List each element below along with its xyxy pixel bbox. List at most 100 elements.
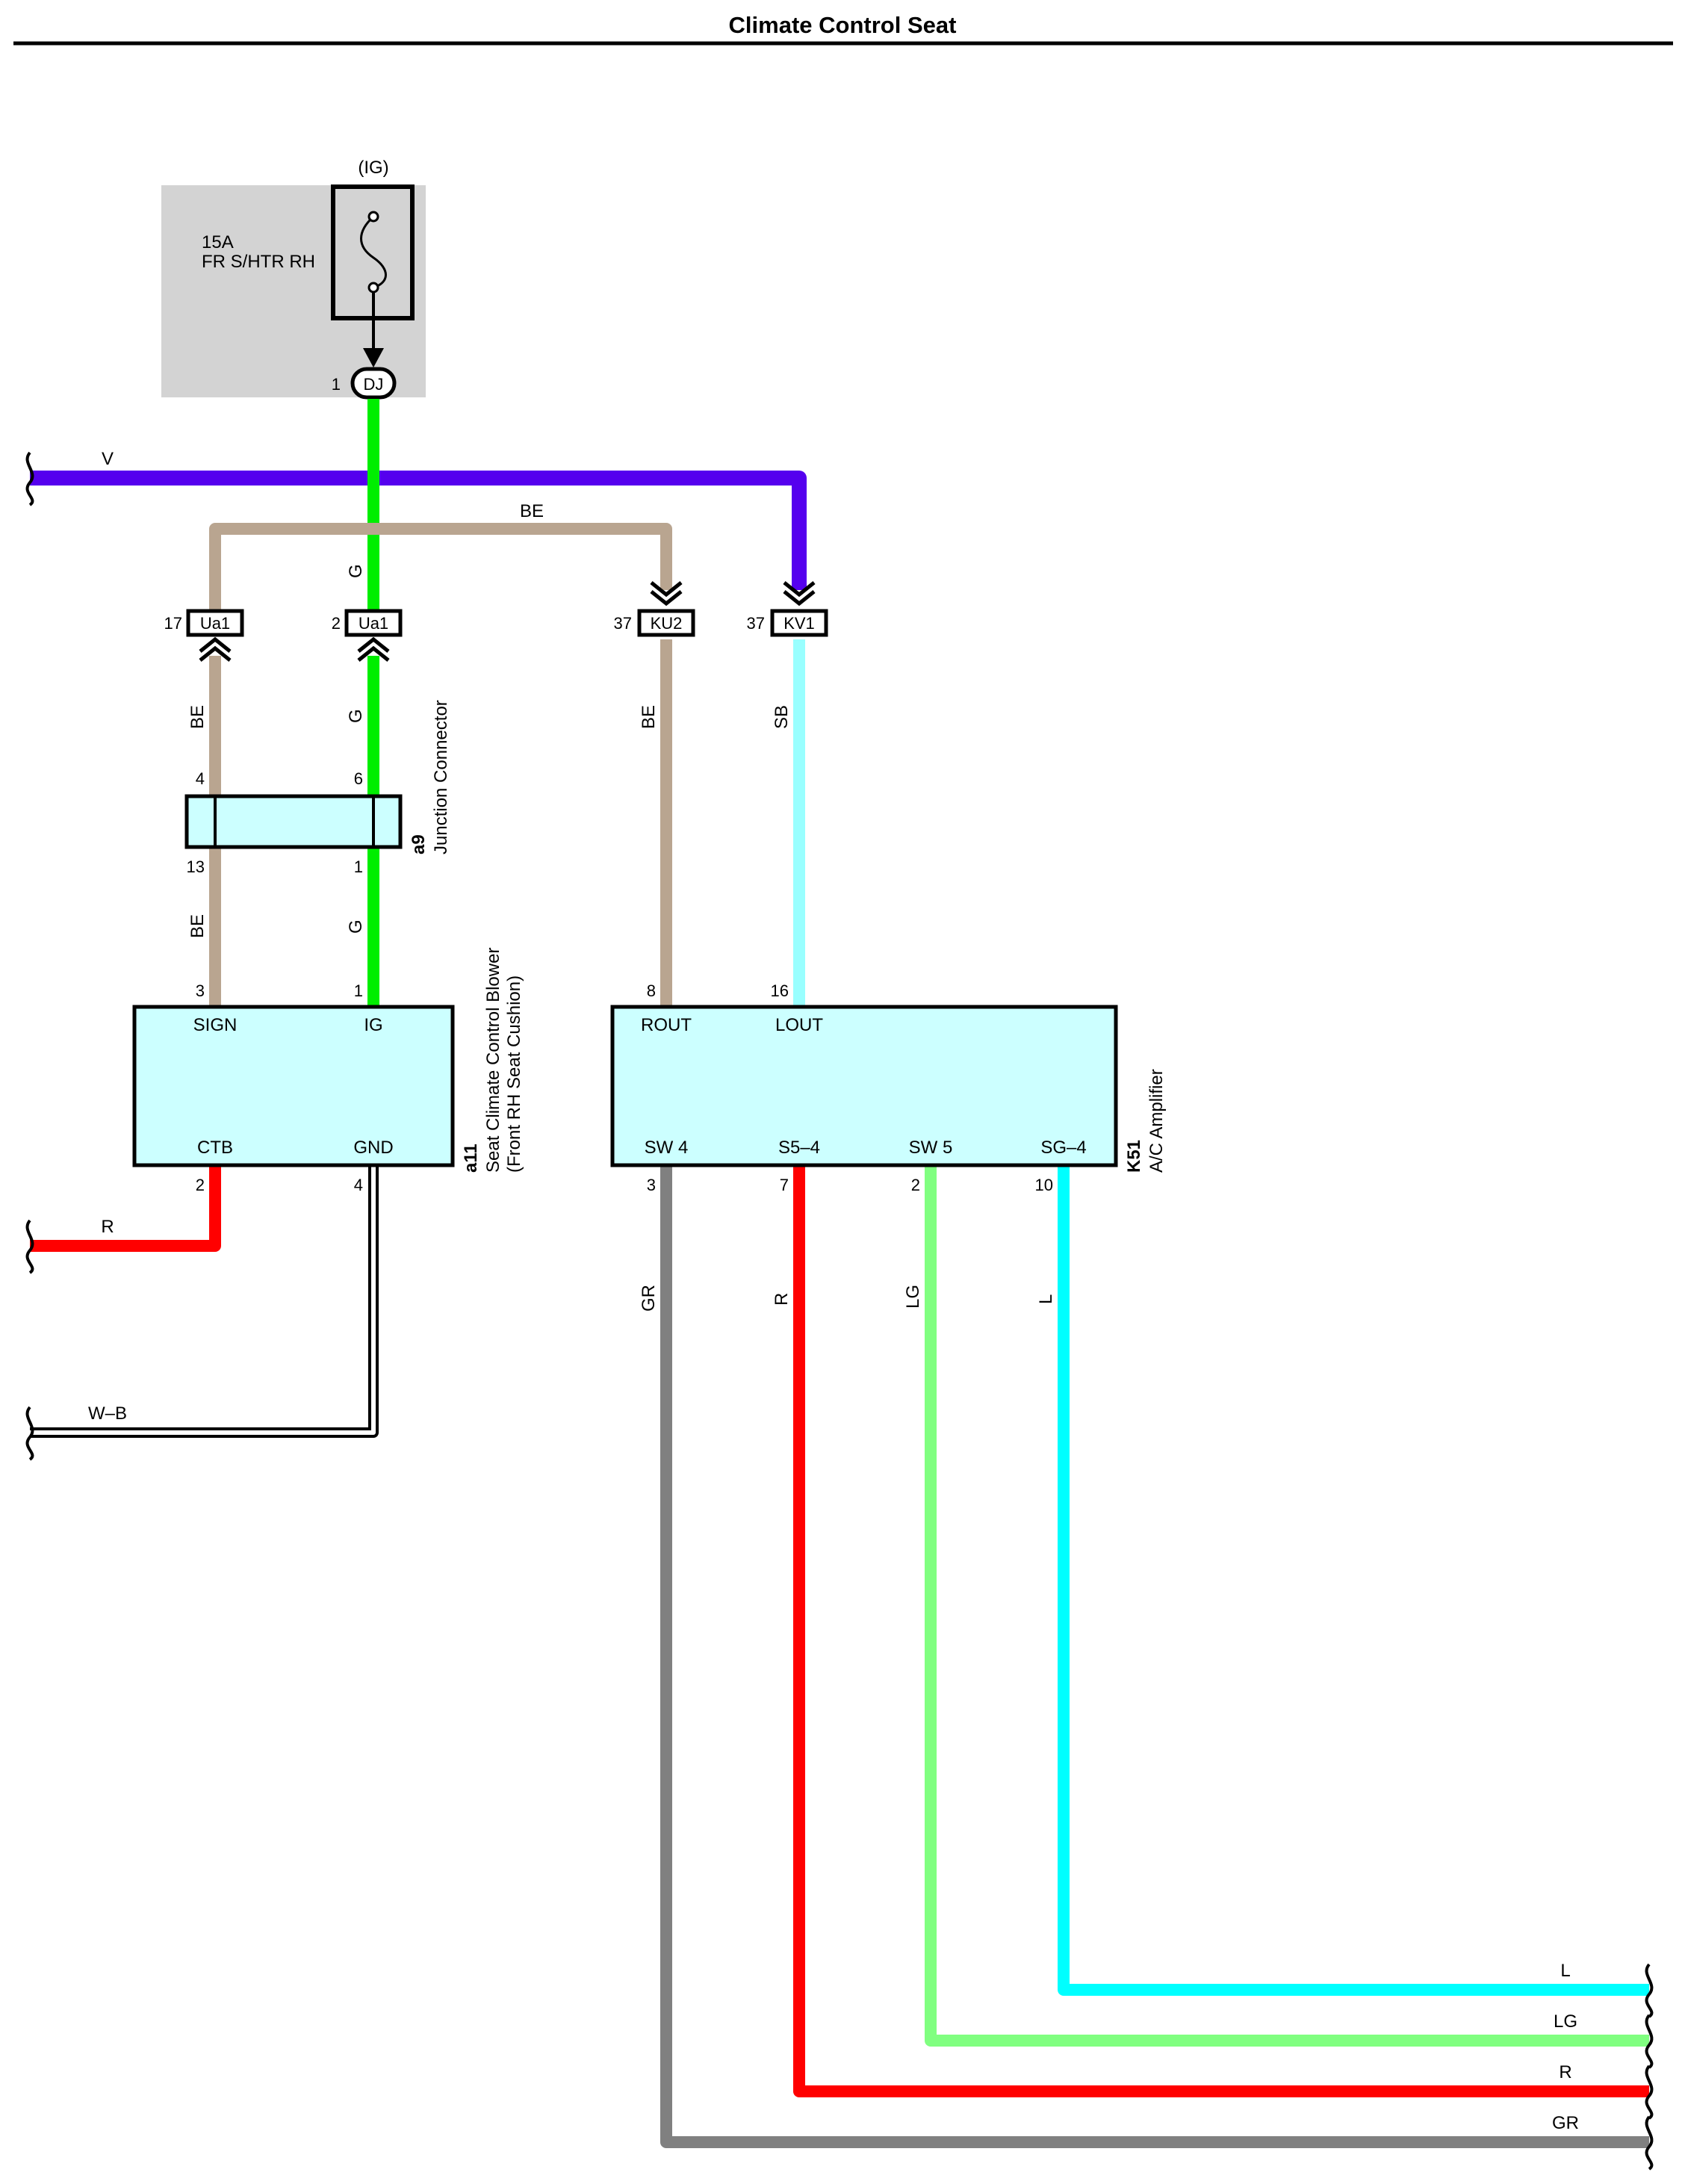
wire-wb-outer (30, 1167, 379, 1438)
wire-label-g-mid: G (346, 709, 366, 723)
fuse-terminal-top (367, 211, 379, 223)
chevron-up-icon (357, 636, 390, 662)
ua1-right-pin: 2 (332, 614, 341, 633)
wire-wb-inner (30, 1167, 376, 1435)
wire-r-right (793, 1167, 1649, 2097)
wire-lg (925, 1167, 1649, 2047)
ua1-left-connector (186, 609, 244, 637)
wire-label-g-upper: G (346, 564, 366, 578)
wire-break-icon (1645, 2014, 1654, 2069)
wire-v (30, 471, 807, 590)
kv1-pin: 37 (747, 614, 765, 633)
wire-label-r-right: R (1559, 2062, 1571, 2082)
amplifier-pin-s54: 7 (780, 1176, 789, 1194)
wire-break-icon (25, 451, 34, 506)
amplifier-pin-sw5: 2 (911, 1176, 920, 1194)
amplifier-terminal-s54: S5–4 (778, 1138, 820, 1158)
kv1-connector (770, 609, 828, 637)
chevron-down-icon (650, 581, 683, 607)
junction-pin-bottom-left: 13 (187, 857, 205, 876)
wire-r-left (30, 1167, 221, 1252)
blower-pin-sign: 3 (196, 981, 205, 1000)
blower-terminal-ig: IG (364, 1015, 382, 1035)
wire-label-r-left: R (101, 1217, 114, 1237)
wire-l (1058, 1167, 1649, 1996)
wire-be-top (209, 523, 672, 611)
ua1-left-code: Ua1 (200, 614, 230, 633)
wire-gr (660, 1167, 1649, 2148)
amplifier-code: K51 (1124, 1140, 1144, 1173)
wire-label-g-lower: G (346, 919, 366, 934)
amplifier-terminal-rout: ROUT (641, 1015, 692, 1035)
wire-break-icon (1645, 2064, 1654, 2120)
chevron-down-icon (783, 581, 816, 607)
wire-label-wb: W–B (88, 1403, 127, 1424)
ku2-pin: 37 (614, 614, 632, 633)
wire-label-l-vert: L (1036, 1294, 1056, 1304)
junction-code: a9 (409, 834, 429, 854)
chevron-up-icon (199, 636, 232, 662)
page-title: Climate Control Seat (729, 12, 957, 38)
fuse-block: (IG) 15A FR S/HTR RH 1 DJ (161, 158, 426, 400)
fuse-rating-label: 15A (202, 232, 234, 252)
amplifier-terminal-sw4: SW 4 (645, 1138, 689, 1158)
wire-label-be-top: BE (520, 501, 544, 521)
wire-label-sb: SB (772, 705, 792, 729)
amplifier-terminal-sg4: SG–4 (1040, 1138, 1086, 1158)
junction-pin-bottom-right: 1 (354, 857, 363, 876)
blower-terminal-gnd: GND (353, 1138, 393, 1158)
seat-blower-component: SIGN IG CTB GND 3 1 2 4 a11 Seat Climate… (132, 948, 524, 1194)
fuse-block-background (161, 185, 426, 397)
ua1-left-pin: 17 (164, 614, 182, 633)
junction-connector: 4 6 13 1 a9 Junction Connector (184, 700, 451, 876)
junction-pin-top-left: 4 (196, 769, 205, 788)
dj-connector (350, 367, 397, 400)
junction-pin-top-right: 6 (354, 769, 363, 788)
ua1-right-connector (344, 609, 403, 637)
blower-pin-ig: 1 (354, 981, 363, 1000)
wire-label-be-left-mid: BE (187, 705, 208, 729)
inline-connectors: Ua1 17 Ua1 2 KU2 37 KV1 37 (164, 581, 828, 662)
wire-break-icon (1645, 2115, 1654, 2171)
ac-amplifier-component: ROUT LOUT SW 4 S5–4 SW 5 SG–4 8 16 3 7 2… (610, 981, 1167, 1194)
amplifier-pin-sg4: 10 (1035, 1176, 1053, 1194)
wire-break-icon (25, 1219, 34, 1274)
amplifier-terminal-lout: LOUT (775, 1015, 823, 1035)
blower-body (132, 1005, 455, 1167)
blower-code: a11 (461, 1144, 481, 1173)
blower-terminal-sign: SIGN (193, 1015, 238, 1035)
amplifier-pin-rout: 8 (647, 981, 656, 1000)
ku2-connector (637, 609, 695, 637)
wire-label-be-ku2: BE (639, 705, 659, 729)
wire-label-v: V (102, 449, 114, 469)
amplifier-pin-sw4: 3 (647, 1176, 656, 1194)
wire-label-be-left-lower: BE (187, 914, 208, 938)
wire-label-lg-vert: LG (903, 1285, 923, 1309)
fuse-supply-label: (IG) (358, 158, 388, 178)
ua1-right-code: Ua1 (359, 614, 388, 633)
wire-label-gr-right: GR (1552, 2113, 1579, 2133)
wire-label-l-right: L (1560, 1961, 1570, 1981)
wire-break-icons (25, 451, 1654, 2171)
blower-name-line1: Seat Climate Control Blower (483, 948, 503, 1173)
wire-labels: V BE G BE G BE SB BE G R W–B GR R LG L L… (88, 449, 1579, 2133)
wire-break-icon (1645, 1963, 1654, 2018)
fuse-connector-pin: 1 (332, 375, 341, 394)
blower-terminal-ctb: CTB (197, 1138, 233, 1158)
blower-pin-gnd: 4 (354, 1176, 363, 1194)
wire-label-gr-vert: GR (639, 1285, 659, 1312)
amplifier-name: A/C Amplifier (1146, 1069, 1167, 1173)
wire-label-r-vert: R (772, 1293, 792, 1306)
wire-break-icon (25, 1406, 34, 1461)
kv1-code: KV1 (783, 614, 815, 633)
wires (30, 399, 1649, 2148)
blower-pin-ctb: 2 (196, 1176, 205, 1194)
amplifier-pin-lout: 16 (771, 981, 789, 1000)
amplifier-body (610, 1005, 1118, 1167)
junction-name: Junction Connector (431, 700, 451, 854)
blower-name-line2: (Front RH Seat Cushion) (504, 975, 524, 1173)
wire-label-lg-right: LG (1554, 2011, 1577, 2032)
fuse-symbol-icon (360, 215, 387, 289)
junction-connector-body (184, 794, 403, 849)
